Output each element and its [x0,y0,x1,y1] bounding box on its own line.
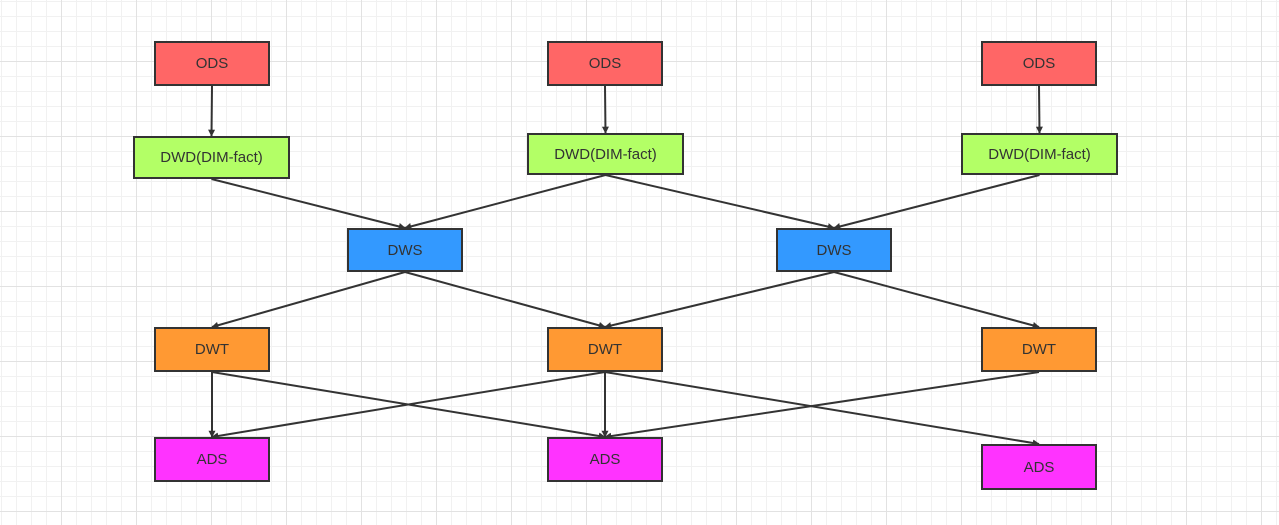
ads-node-1[interactable]: ADS [154,437,270,482]
edge-dwt_2-to-ads_1 [211,371,606,440]
edge-dwd_3-to-dws_2 [833,174,1040,230]
edge-ods_2-to-dwd_2 [601,85,609,134]
ods-node-2[interactable]: ODS [547,41,663,86]
dws-node-2[interactable]: DWS [776,228,892,272]
ads-node-3[interactable]: ADS [981,444,1097,490]
edge-dws_2-to-dwt_2 [604,271,835,329]
dws-node-1[interactable]: DWS [347,228,463,272]
edge-dwd_2-to-dws_1 [404,174,606,230]
edge-dws_1-to-dwt_2 [404,271,606,329]
dwd-node-1[interactable]: DWD(DIM-fact) [133,136,290,179]
ods-node-3[interactable]: ODS [981,41,1097,86]
edge-ods_3-to-dwd_3 [1035,85,1043,134]
ads-node-2[interactable]: ADS [547,437,663,482]
dwt-node-1[interactable]: DWT [154,327,270,372]
edge-ods_1-to-dwd_1 [208,85,216,137]
edge-dws_2-to-dwt_3 [833,271,1040,329]
edge-dwt_2-to-ads_3 [604,371,1040,447]
edge-dwd_1-to-dws_1 [211,178,406,230]
edge-dwt_3-to-ads_2 [604,371,1040,440]
dwd-node-3[interactable]: DWD(DIM-fact) [961,133,1118,175]
edge-dwd_2-to-dws_2 [605,174,835,230]
edge-dws_1-to-dwt_1 [211,271,406,329]
dwd-node-2[interactable]: DWD(DIM-fact) [527,133,684,175]
ods-node-1[interactable]: ODS [154,41,270,86]
dwt-node-2[interactable]: DWT [547,327,663,372]
dwt-node-3[interactable]: DWT [981,327,1097,372]
